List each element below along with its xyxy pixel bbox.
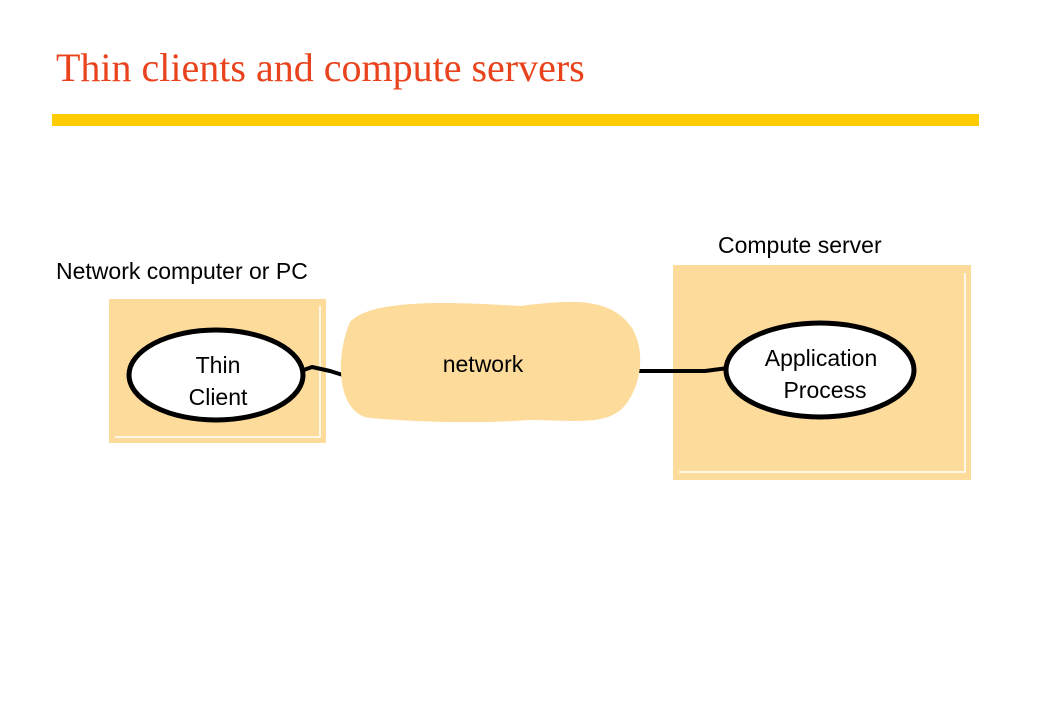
client-network-link: [297, 365, 347, 378]
client-machine-label: Network computer or PC: [56, 258, 308, 284]
title-underline-bar: [52, 114, 979, 126]
thin-client-node: Thin Client: [126, 327, 306, 423]
application-process-line2: Process: [783, 377, 866, 403]
network-cloud: [340, 301, 641, 423]
compute-server-label: Compute server: [718, 232, 882, 258]
thin-client-line2: Client: [189, 384, 248, 410]
slide-title: Thin clients and compute servers: [56, 45, 585, 90]
application-process-node: Application Process: [723, 320, 917, 420]
application-process-line1: Application: [765, 345, 878, 371]
network-label: network: [443, 351, 524, 377]
network-server-link: [636, 366, 729, 373]
thin-client-line1: Thin: [196, 352, 241, 378]
